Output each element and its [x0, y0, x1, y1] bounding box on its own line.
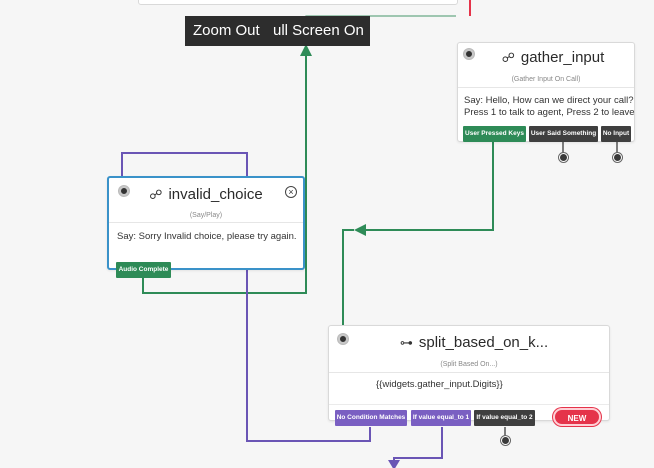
top-node-edge: [138, 0, 458, 5]
divider: [458, 87, 634, 88]
widget-name: gather_input: [520, 49, 605, 66]
widget-title: ☍ invalid_choice: [109, 186, 303, 203]
close-icon[interactable]: ×: [285, 186, 297, 198]
phone-icon: ☍: [501, 50, 515, 65]
widget-type: (Gather Input On Call): [511, 76, 581, 83]
transition-no-input[interactable]: No Input: [601, 126, 631, 142]
split-based-on-widget[interactable]: ⊶ split_based_on_k... (Split Based On...)…: [328, 325, 610, 421]
zoom-out-tooltip: Zoom Out: [185, 16, 271, 46]
gather-input-widget[interactable]: ☍ gather_input (Gather Input On Call) Say…: [457, 42, 635, 142]
transition-equal-to-1[interactable]: If value equal_to 1: [411, 410, 471, 426]
wire-audio-complete: [142, 50, 307, 294]
widget-type: (Split Based On...): [440, 361, 498, 368]
arrowhead-user-pressed-keys: [354, 224, 366, 236]
node-connector-dot[interactable]: [338, 334, 348, 344]
wire-equal-to-1: [393, 427, 443, 463]
new-badge[interactable]: NEW: [553, 408, 601, 426]
endpoint-user-said-something[interactable]: [559, 153, 568, 162]
wire-no-condition-matches: [121, 152, 371, 442]
transition-no-condition-matches[interactable]: No Condition Matches: [335, 410, 407, 426]
widget-title: ⊶ split_based_on_k...: [339, 334, 609, 351]
divider: [109, 222, 303, 223]
widget-body: {{widgets.gather_input.Digits}}: [376, 379, 503, 390]
invalid-choice-widget[interactable]: ☍ invalid_choice × (Say/Play) Say: Sorry …: [107, 176, 305, 278]
wire-user-pressed-keys: [360, 142, 494, 231]
divider: [329, 404, 609, 405]
widget-title: ☍ gather_input: [472, 49, 634, 66]
phone-icon: ☍: [149, 187, 163, 202]
split-icon: ⊶: [399, 335, 413, 350]
full-screen-tooltip: ull Screen On: [266, 16, 370, 46]
divider: [329, 372, 609, 373]
node-connector-dot[interactable]: [119, 186, 129, 196]
transition-audio-complete[interactable]: Audio Complete: [116, 262, 171, 278]
endpoint-no-input[interactable]: [613, 153, 622, 162]
arrowhead-equal-to-1: [388, 460, 400, 468]
transition-user-said-something[interactable]: User Said Something: [529, 126, 598, 142]
wire-into-split: [342, 229, 354, 332]
widget-body: Say: Sorry Invalid choice, please try ag…: [117, 231, 297, 242]
node-connector-dot[interactable]: [464, 49, 474, 59]
widget-name: invalid_choice: [168, 186, 263, 203]
widget-type: (Say/Play): [189, 212, 223, 219]
transition-equal-to-2[interactable]: If value equal_to 2: [474, 410, 535, 426]
arrowhead-audio-complete: [300, 44, 312, 56]
endpoint-equal-to-2[interactable]: [501, 436, 510, 445]
widget-body: Say: Hello, How can we direct your call?…: [464, 95, 635, 118]
widget-name: split_based_on_k...: [418, 334, 549, 351]
transition-user-pressed-keys[interactable]: User Pressed Keys: [463, 126, 526, 142]
